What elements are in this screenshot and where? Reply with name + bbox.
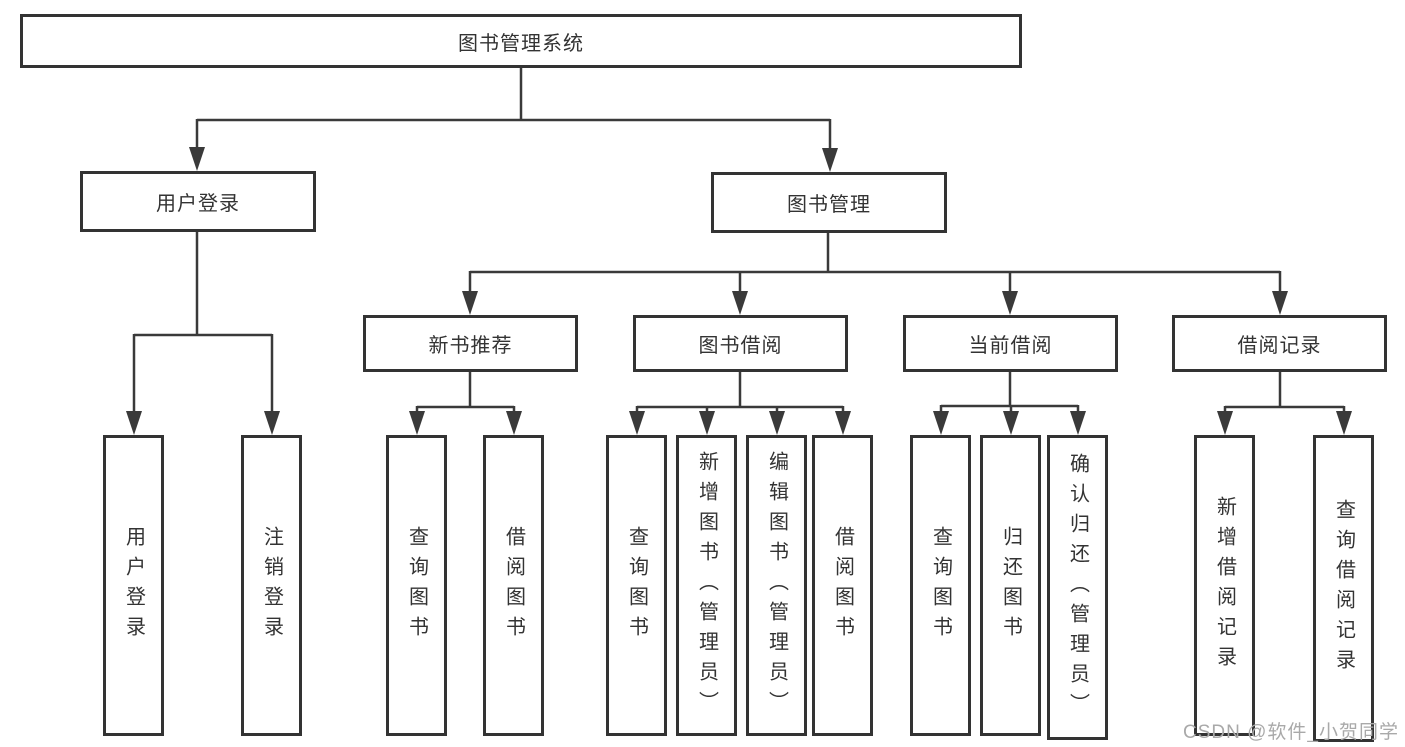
arrow-down-icon [126,411,142,435]
leaf-query-books-borrow: 查询图书 [606,435,667,736]
node-label: 用户登录 [156,193,240,215]
leaf-add-borrow-record: 新增借阅记录 [1194,435,1255,736]
node-label: 查询图书 [929,525,952,646]
node-user-login: 用户登录 [80,171,316,232]
node-label: 查询图书 [405,525,428,646]
csdn-watermark: CSDN @软件_小贺同学 [1183,722,1399,743]
arrow-down-icon [1336,411,1352,435]
arrow-down-icon [699,411,715,435]
node-label: 当前借阅 [968,335,1053,357]
arrow-down-icon [933,411,949,435]
node-label: 新增图书（管理员） [695,450,718,721]
leaf-logout: 注销登录 [241,435,302,736]
leaf-query-books-recommend: 查询图书 [386,435,447,736]
arrow-down-icon [732,291,748,315]
leaf-add-books-admin: 新增图书（管理员） [676,435,737,736]
arrow-down-icon [1003,411,1019,435]
arrow-down-icon [264,411,280,435]
arrow-down-icon [506,411,522,435]
arrow-down-icon [835,411,851,435]
node-label: 查询借阅记录 [1332,498,1355,679]
node-label: 用户登录 [122,525,145,646]
leaf-borrow-books-recommend: 借阅图书 [483,435,544,736]
arrow-down-icon [629,411,645,435]
arrowheads [126,147,1352,435]
arrow-down-icon [822,148,838,172]
arrow-down-icon [409,411,425,435]
node-label: 借阅图书 [502,525,525,646]
leaf-borrow-books: 借阅图书 [812,435,873,736]
arrow-down-icon [1272,291,1288,315]
node-book-borrow: 图书借阅 [633,315,848,372]
arrow-down-icon [1002,291,1018,315]
node-label: 新增借阅记录 [1213,495,1236,676]
node-label: 归还图书 [999,525,1022,646]
leaf-edit-books-admin: 编辑图书（管理员） [746,435,807,736]
node-label: 借阅图书 [831,525,854,646]
node-label: 注销登录 [260,525,283,646]
node-label: 图书管理系统 [458,32,584,55]
node-label: 借阅记录 [1237,335,1322,357]
node-label: 编辑图书（管理员） [765,450,788,721]
arrow-down-icon [462,291,478,315]
node-new-book-recommend: 新书推荐 [363,315,578,372]
node-label: 图书管理 [787,194,871,216]
arrow-down-icon [189,147,205,171]
node-label: 查询图书 [625,525,648,646]
arrow-down-icon [1217,411,1233,435]
leaf-query-borrow-record: 查询借阅记录 [1313,435,1374,742]
node-current-borrow: 当前借阅 [903,315,1118,372]
leaf-confirm-return-admin: 确认归还（管理员） [1047,435,1108,740]
leaf-return-books: 归还图书 [980,435,1041,736]
node-book-management: 图书管理 [711,172,947,233]
node-label: 新书推荐 [428,335,513,357]
arrow-down-icon [769,411,785,435]
node-borrow-records: 借阅记录 [1172,315,1387,372]
node-root-system: 图书管理系统 [20,14,1022,68]
leaf-query-books-current: 查询图书 [910,435,971,736]
node-label: 图书借阅 [698,335,783,357]
arrow-down-icon [1070,411,1086,435]
node-label: 确认归还（管理员） [1066,452,1089,723]
leaf-user-login: 用户登录 [103,435,164,736]
